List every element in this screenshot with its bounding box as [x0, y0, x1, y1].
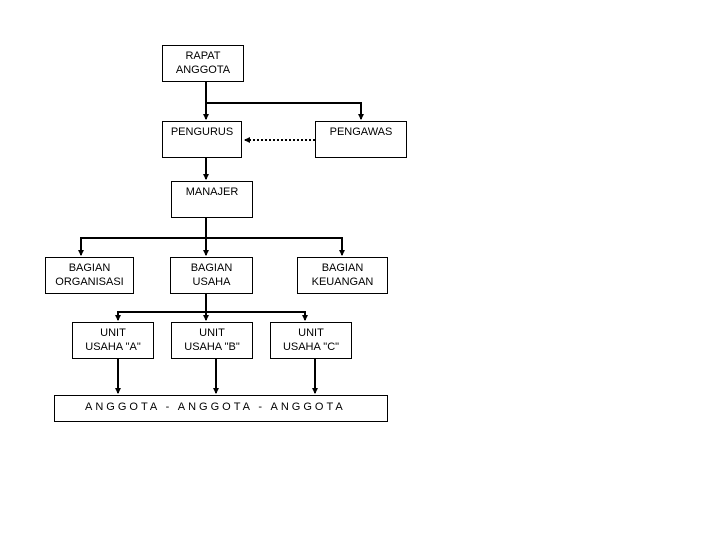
edge-rapat-to-pengawas	[206, 102, 364, 120]
node-pengawas: PENGAWAS	[315, 121, 407, 158]
node-rapat-anggota-line1: RAPAT	[185, 50, 221, 62]
node-unit-usaha-a: UNIT USAHA "A"	[72, 322, 154, 359]
node-anggota-label: ANGGOTA - ANGGOTA - ANGGOTA	[85, 401, 346, 413]
node-unit-usaha-b: UNIT USAHA "B"	[171, 322, 253, 359]
node-bagian-usaha-line1: BAGIAN	[190, 262, 233, 274]
node-unit-usaha-a-line1: UNIT	[100, 327, 126, 339]
node-rapat-anggota-line2: ANGGOTA	[175, 64, 231, 76]
node-anggota: ANGGOTA - ANGGOTA - ANGGOTA	[54, 395, 388, 422]
edge-usaha-to-units	[117, 311, 306, 320]
node-pengurus-label: PENGURUS	[170, 126, 234, 138]
node-manajer: MANAJER	[171, 181, 253, 218]
node-bagian-keuangan-line2: KEUANGAN	[311, 276, 374, 288]
node-unit-usaha-c: UNIT USAHA "C"	[270, 322, 352, 359]
node-unit-usaha-a-line2: USAHA "A"	[85, 341, 141, 353]
node-rapat-anggota: RAPAT ANGGOTA	[162, 45, 244, 82]
edge-manajer-to-organisasi	[80, 237, 345, 256]
node-unit-usaha-b-line2: USAHA "B"	[184, 341, 240, 353]
node-pengurus: PENGURUS	[162, 121, 242, 158]
node-bagian-usaha-line2: USAHA	[192, 276, 231, 288]
node-bagian-organisasi-line1: BAGIAN	[68, 262, 111, 274]
node-bagian-organisasi: BAGIAN ORGANISASI	[45, 257, 134, 294]
node-bagian-usaha: BAGIAN USAHA	[170, 257, 253, 294]
node-unit-usaha-c-line2: USAHA "C"	[282, 341, 340, 353]
node-bagian-organisasi-line2: ORGANISASI	[55, 276, 124, 288]
node-manajer-label: MANAJER	[185, 186, 239, 198]
node-bagian-keuangan: BAGIAN KEUANGAN	[297, 257, 388, 294]
node-unit-usaha-c-line1: UNIT	[298, 327, 324, 339]
node-unit-usaha-b-line1: UNIT	[199, 327, 225, 339]
node-bagian-keuangan-line1: BAGIAN	[321, 262, 364, 274]
node-pengawas-label: PENGAWAS	[329, 126, 393, 138]
